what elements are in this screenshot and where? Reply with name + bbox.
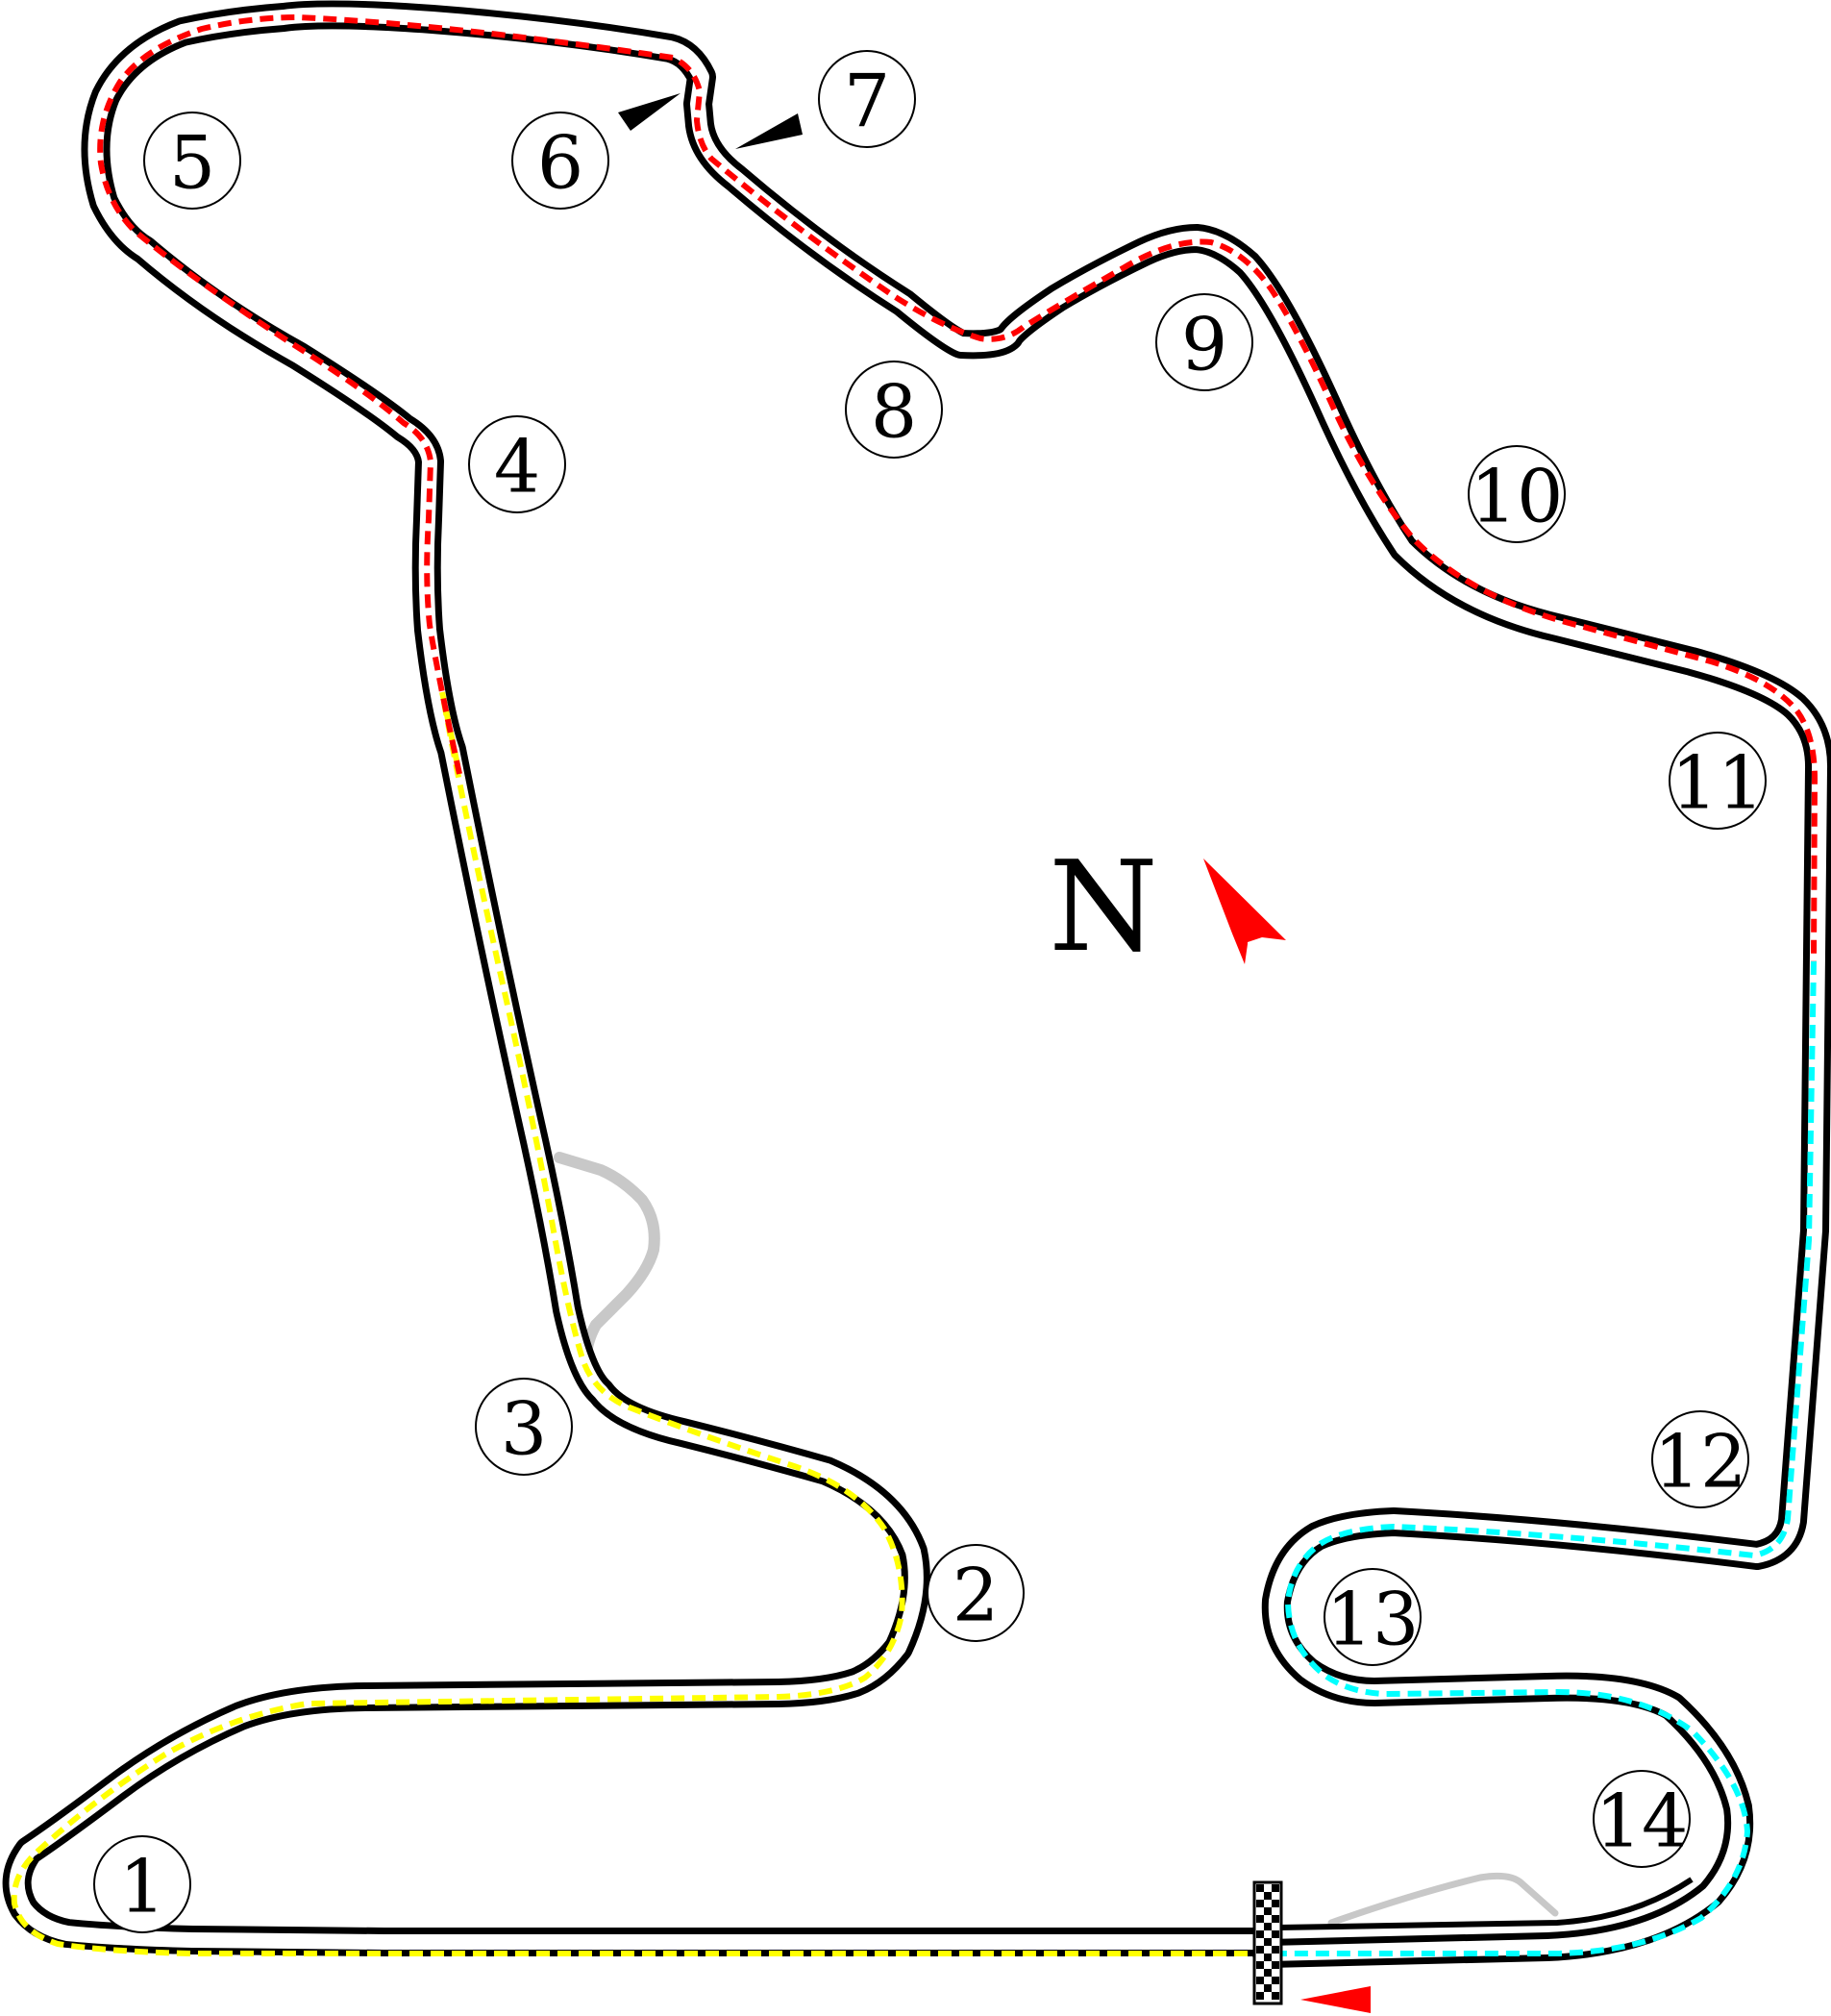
drs-markers: [618, 93, 803, 149]
turn-number: 2: [953, 1553, 999, 1638]
turn-number: 1: [119, 1844, 165, 1929]
turn-marker: 2: [927, 1544, 1025, 1642]
turn-marker: 1: [93, 1835, 191, 1933]
turn-number: 11: [1671, 740, 1765, 826]
turn-number: 7: [844, 59, 890, 144]
turn-number: 4: [494, 424, 540, 510]
turn-marker: 12: [1651, 1410, 1749, 1508]
turn-number: 12: [1654, 1419, 1747, 1505]
track: [2, 0, 1831, 1968]
turn-number: 3: [501, 1386, 547, 1472]
pit-wall-line: [1277, 1877, 1694, 1930]
sectors: [11, 13, 1819, 1956]
turn-number: 10: [1471, 454, 1564, 539]
sector-2-line: [97, 13, 1819, 962]
north-label: N: [1049, 834, 1158, 980]
turn-number: 14: [1596, 1779, 1689, 1864]
pit-lane-main: [1327, 1872, 1559, 1927]
turn-marker: 9: [1155, 293, 1253, 391]
turn-number: 6: [537, 120, 583, 206]
checkered-flag-icon: [1252, 1880, 1283, 2005]
north-arrow-icon: [1203, 859, 1286, 964]
turn-marker: 6: [511, 112, 609, 210]
drs-marker-icon: [735, 113, 803, 149]
turn-marker: 11: [1669, 732, 1767, 830]
turn-number: 5: [169, 120, 215, 206]
turn-marker: 14: [1593, 1770, 1691, 1868]
turn-marker: 8: [845, 361, 943, 459]
sector-3-line: [1269, 960, 1817, 1956]
turn-marker: 5: [143, 112, 241, 210]
turn-number: 8: [871, 369, 917, 455]
turn-number: 13: [1326, 1577, 1420, 1662]
turn-marker: 3: [475, 1378, 573, 1476]
turn-marker: 4: [468, 415, 566, 513]
north-indicator: N: [1049, 834, 1286, 980]
pit-lane: [554, 1152, 1559, 1927]
turn-labels: 1 2 3 4 5 6 7 8 9 10 11 12 13 14: [93, 50, 1767, 1933]
track-surface: [9, 7, 1828, 1961]
race-direction-arrow-icon: [1300, 1986, 1371, 2013]
turn-marker: 10: [1468, 445, 1566, 543]
turn-number: 9: [1181, 302, 1227, 387]
turn-marker: 7: [818, 50, 916, 148]
sector-1-line: [11, 691, 1269, 1956]
pit-lane-shortcut: [554, 1152, 660, 1359]
turn-marker: 13: [1324, 1568, 1422, 1666]
drs-marker-icon: [618, 93, 680, 131]
